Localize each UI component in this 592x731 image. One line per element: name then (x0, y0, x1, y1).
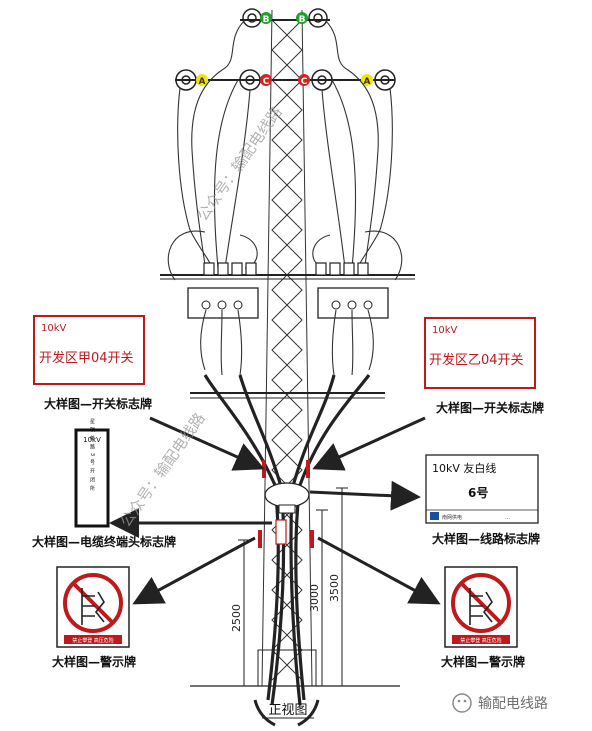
sign-vertical-text: 星 联 新 路 3 号 开 闭 所 (89, 419, 95, 492)
arrester-leads (200, 309, 374, 376)
pointer-arrows (109, 416, 441, 605)
warning-sign-right: 禁止攀登 高压危险 (444, 566, 518, 648)
cable-terminal-sign: 10kV 星 联 新 路 3 号 开 闭 所 (74, 419, 110, 528)
sign-footer-right: … (505, 515, 510, 521)
diagonal-watermark: 公众号：输配电线路 (117, 409, 209, 530)
pin-insulators (203, 262, 369, 276)
watermark-logo: 输配电线路 (452, 693, 548, 713)
warning-sign-text: 禁止攀登 高压危险 (460, 637, 502, 644)
utility-logo-icon (430, 512, 439, 520)
dimension-2500: 2500 (230, 604, 243, 632)
sign-line-name: 10kV 友白线 (432, 461, 496, 475)
sign-name: 开发区甲04开关 (39, 350, 134, 366)
phase-marker-a-left: A (196, 74, 208, 87)
phase-c-label: C (301, 77, 308, 87)
watermark-logo-text: 输配电线路 (478, 696, 548, 712)
phase-marker-c-left: C (260, 74, 272, 87)
dimension-3500: 3500 (328, 574, 341, 602)
pole-foundation (257, 649, 317, 687)
no-climbing-icon (451, 573, 511, 633)
phase-marker-a-right: A (361, 74, 373, 87)
phase-b-label: B (263, 15, 270, 25)
sign-voltage: 10kV (83, 436, 101, 444)
phase-a-label: A (364, 77, 371, 87)
phase-marker-b-right: B (296, 12, 308, 25)
caption-switch-right: 大样图—开关标志牌 (436, 400, 544, 415)
diagonal-watermark: 公众号：输配电线路 (194, 103, 286, 224)
sign-name: 开发区乙04开关 (429, 352, 524, 368)
phase-marker-c-right: C (298, 74, 310, 87)
dimension-3000: 3000 (308, 584, 321, 612)
warning-sign-left: 禁止攀登 高压危险 (56, 566, 130, 648)
phase-marker-b-left: B (260, 12, 272, 25)
sign-number: 6号 (468, 485, 488, 500)
switch-sign-left: 10kV 开发区甲04开关 (33, 315, 145, 385)
phase-c-label: C (263, 77, 270, 87)
wechat-icon (452, 693, 472, 713)
jumper-wires (167, 19, 403, 281)
cable-tag-small (275, 519, 287, 545)
cable-terminal-junction (264, 482, 310, 508)
sign-voltage: 10kV (432, 325, 458, 336)
sign-voltage: 10kV (41, 323, 67, 334)
caption-cable: 大样图—电缆终端头标志牌 (32, 534, 176, 549)
caption-line: 大样图—线路标志牌 (432, 531, 540, 546)
line-sign: 10kV 友白线 6号 南网供电 … (425, 454, 539, 524)
switch-sign-right: 10kV 开发区乙04开关 (424, 317, 536, 389)
caption-front-view: 正视图 (268, 703, 307, 718)
no-climbing-icon (63, 573, 123, 633)
caption-warn-right: 大样图—警示牌 (441, 654, 525, 669)
phase-a-label: A (199, 77, 206, 87)
phase-b-label: B (299, 15, 306, 25)
sign-footer-left: 南网供电 (442, 514, 462, 521)
caption-warn-left: 大样图—警示牌 (52, 654, 136, 669)
warning-sign-text: 禁止攀登 高压危险 (72, 637, 114, 644)
caption-switch-left: 大样图—开关标志牌 (44, 396, 152, 411)
